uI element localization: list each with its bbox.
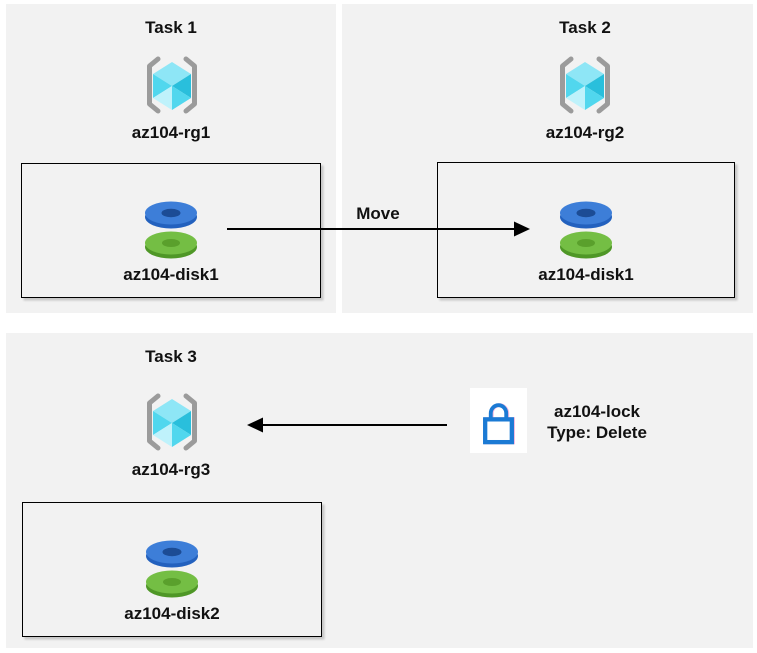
task2-resource-group-label: az104-rg2 (545, 123, 625, 142)
lock-caption: az104-lock Type: Delete (536, 401, 658, 443)
lock-tile (470, 388, 527, 453)
task1-resource-group-label: az104-rg1 (131, 123, 211, 142)
resource-group-icon (143, 54, 201, 116)
lock-type: Type: Delete (547, 423, 647, 442)
resource-group-icon (143, 391, 201, 453)
task1-disk-label: az104-disk1 (123, 265, 219, 284)
task1-disk-box: az104-disk1 (21, 163, 321, 298)
task3-panel: Task 3 az104-rg3 (6, 333, 753, 648)
disk-icon (144, 539, 200, 599)
task2-disk-box: az104-disk1 (437, 162, 735, 298)
lock-icon (474, 390, 523, 452)
task2-panel: Task 2 az104-rg2 (342, 4, 753, 313)
task3-resource-group-label: az104-rg3 (131, 460, 211, 479)
task1-panel: Task 1 az104-rg1 (6, 4, 336, 313)
task2-title: Task 2 (559, 18, 611, 37)
resource-group-icon (556, 54, 614, 116)
move-arrow-label: Move (356, 204, 400, 223)
task2-disk-label: az104-disk1 (538, 265, 634, 284)
task3-disk-label: az104-disk2 (124, 604, 220, 623)
task1-title: Task 1 (145, 18, 197, 37)
disk-icon (558, 200, 614, 260)
disk-icon (143, 200, 199, 260)
task3-disk-box: az104-disk2 (22, 502, 322, 637)
task3-title: Task 3 (145, 347, 197, 366)
lock-name: az104-lock (554, 402, 640, 421)
